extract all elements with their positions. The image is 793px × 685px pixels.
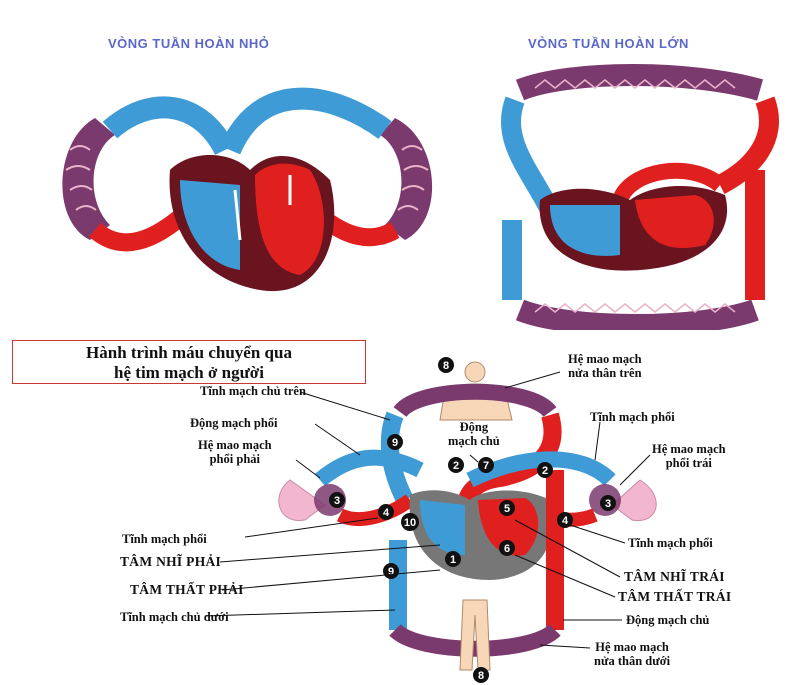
- svg-text:3: 3: [334, 495, 340, 507]
- journey-title-line-1: Hành trình máu chuyển qua: [13, 343, 365, 363]
- marker-1: 1: [445, 551, 461, 567]
- marker-8-top: 8: [438, 357, 454, 373]
- label-right-ventricle: TÂM THẤT PHẢI: [130, 583, 244, 597]
- svg-text:8: 8: [443, 360, 449, 372]
- marker-8-bottom: 8: [473, 667, 489, 683]
- heart-small: [170, 155, 335, 291]
- svg-text:2: 2: [542, 465, 548, 477]
- svg-text:10: 10: [404, 517, 416, 529]
- pulmonary-artery-right: [230, 99, 385, 150]
- left-lung-capillary: [589, 484, 621, 516]
- marker-2-right: 2: [537, 462, 553, 478]
- journey-title-box: Hành trình máu chuyển qua hệ tim mạch ở …: [12, 340, 366, 384]
- label-left-lung-capillary: Hệ mao mạch phổi trái: [652, 442, 726, 470]
- svg-text:4: 4: [562, 515, 569, 527]
- left-heart-chamber: [478, 498, 538, 556]
- label-right-lung-capillary: Hệ mao mạch phổi phải: [198, 438, 272, 466]
- upper-capillary: [400, 392, 550, 412]
- label-inferior-vena-cava: Tĩnh mạch chủ dưới: [120, 610, 229, 624]
- svg-text:9: 9: [388, 566, 394, 578]
- right-heart-chamber: [420, 500, 465, 555]
- svg-text:4: 4: [383, 507, 390, 519]
- svg-text:3: 3: [605, 498, 611, 510]
- left-lung: [612, 480, 656, 521]
- lower-capillary: [395, 630, 555, 649]
- svg-text:9: 9: [392, 437, 398, 449]
- label-pulmonary-vein-top: Tĩnh mạch phổi: [590, 410, 675, 424]
- svg-text:8: 8: [478, 670, 484, 682]
- marker-3-left: 3: [329, 492, 345, 508]
- pulmonary-artery-left: [470, 459, 610, 480]
- label-pulmonary-vein-right: Tĩnh mạch phổi: [628, 536, 713, 550]
- label-upper-capillary: Hệ mao mạch nửa thân trên: [568, 352, 642, 380]
- label-aorta-top: Động mạch chủ: [448, 420, 500, 448]
- pulmonary-vein-right: [340, 500, 410, 519]
- marker-4-right: 4: [557, 512, 573, 528]
- label-right-atrium: TÂM NHĨ PHẢI: [120, 555, 221, 569]
- svg-text:5: 5: [504, 503, 510, 515]
- marker-3-right: 3: [600, 495, 616, 511]
- svg-text:2: 2: [453, 460, 459, 472]
- pulmonary-artery-right: [320, 458, 420, 480]
- marker-2-left: 2: [448, 457, 464, 473]
- heart: [410, 490, 553, 580]
- marker-9-top: 9: [387, 434, 403, 450]
- marker-group: 8 9 2 7 2 3 3 4 10 5 4 1 6 9 8: [329, 357, 616, 683]
- left-lung-capillary: [62, 118, 115, 240]
- right-lung-capillary: [314, 484, 346, 516]
- small-circulation-panel: VÒNG TUẦN HOÀN NHỎ: [0, 0, 470, 330]
- label-superior-vena-cava: Tĩnh mạch chủ trên: [200, 384, 306, 398]
- marker-6: 6: [499, 540, 515, 556]
- pulmonary-vein-left: [525, 505, 595, 520]
- upper-body-figure: [440, 362, 512, 420]
- leader-lines: [205, 372, 650, 648]
- label-aorta-bottom: Động mạch chủ: [626, 613, 709, 627]
- lower-body-figure: [460, 600, 490, 670]
- svg-text:7: 7: [483, 460, 489, 472]
- svg-text:1: 1: [450, 554, 456, 566]
- small-circulation-diagram: [0, 0, 470, 330]
- pulmonary-artery-left: [110, 107, 225, 150]
- label-left-ventricle: TÂM THẤT TRÁI: [618, 590, 731, 604]
- large-circulation-diagram: [490, 0, 793, 330]
- marker-4-left: 4: [378, 504, 394, 520]
- large-circulation-panel: VÒNG TUẦN HOÀN LỚN: [490, 0, 793, 330]
- label-left-atrium: TÂM NHĨ TRÁI: [624, 570, 725, 584]
- label-lower-capillary: Hệ mao mạch nửa thân dưới: [594, 640, 670, 668]
- label-pulmonary-artery: Động mạch phổi: [190, 416, 278, 430]
- marker-10: 10: [401, 513, 419, 531]
- right-lung-capillary: [380, 118, 432, 240]
- journey-title-line-2: hệ tim mạch ở người: [13, 363, 365, 383]
- svg-text:6: 6: [504, 543, 510, 555]
- marker-5: 5: [499, 500, 515, 516]
- superior-vena-cava: [390, 415, 405, 500]
- label-pulmonary-vein-left: Tĩnh mạch phổi: [122, 532, 207, 546]
- right-lung: [279, 480, 325, 521]
- marker-7: 7: [478, 457, 494, 473]
- marker-9-bottom: 9: [383, 563, 399, 579]
